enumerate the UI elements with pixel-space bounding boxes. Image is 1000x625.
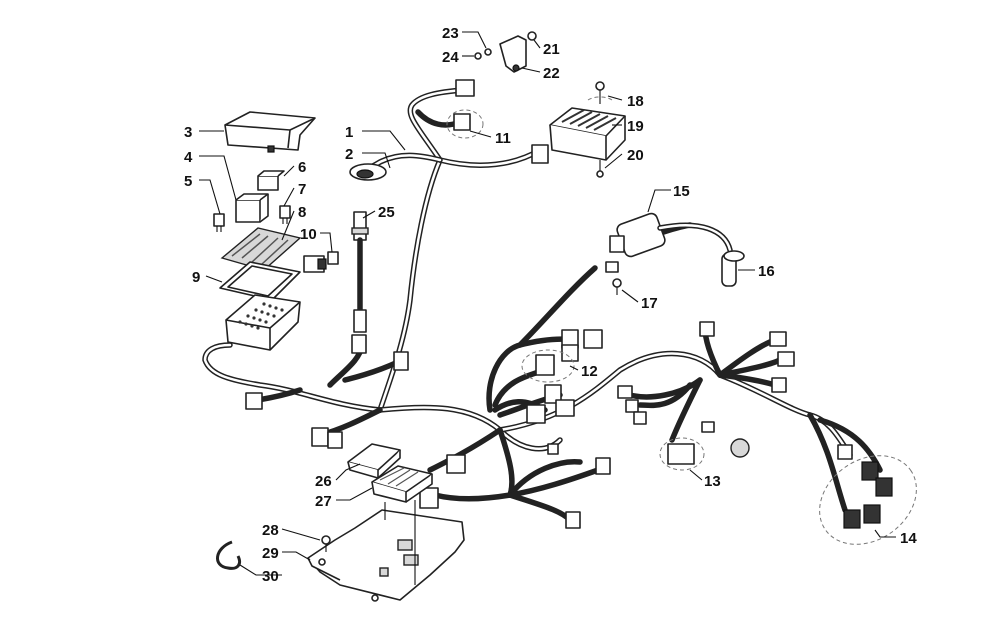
connector-10: [303, 251, 339, 273]
screw-20: [596, 160, 604, 178]
sensor-25: [351, 211, 369, 354]
callout-18: 18: [627, 93, 644, 110]
fuse-box-gasket: [219, 261, 301, 301]
relay: [235, 193, 269, 223]
callout-29: 29: [262, 545, 279, 562]
clip-30: [216, 540, 242, 570]
callout-22: 22: [543, 65, 560, 82]
mounting-plate: [307, 509, 465, 602]
callout-1: 1: [345, 124, 353, 141]
callout-27: 27: [315, 493, 332, 510]
connector-13: [659, 437, 750, 471]
voltage-regulator: [549, 107, 626, 161]
screw-18: [587, 81, 613, 104]
fuse-box-cover: [224, 111, 316, 153]
callout-17: 17: [641, 295, 658, 312]
spark-plug-cap: [721, 250, 745, 287]
callout-2: 2: [345, 146, 353, 163]
callout-30: 30: [262, 568, 279, 585]
connector-group-12: [521, 349, 575, 383]
callout-26: 26: [315, 473, 332, 490]
callout-13: 13: [704, 473, 721, 490]
ecu-26: [347, 443, 401, 479]
callout-15: 15: [673, 183, 690, 200]
bolt-24: [474, 52, 482, 60]
callout-23: 23: [442, 25, 459, 42]
callout-21: 21: [543, 41, 560, 58]
bracket-22: [499, 35, 527, 73]
fuse-left: [213, 213, 225, 232]
callout-11: 11: [495, 130, 511, 147]
fuse-box-base: [225, 294, 301, 351]
callout-10: 10: [300, 226, 317, 243]
ecu-27: [371, 465, 433, 503]
callout-25: 25: [378, 204, 395, 221]
callout-4: 4: [184, 149, 193, 166]
callout-9: 9: [192, 269, 200, 286]
callout-3: 3: [184, 124, 192, 141]
connector-11: [446, 109, 484, 139]
callout-labels: 1 2 3 4 5 6 7 8 9 10 11 12 13 14 15 16 1…: [184, 25, 917, 585]
callout-28: 28: [262, 522, 279, 539]
mini-relay: [257, 170, 285, 191]
nut-21: [527, 31, 537, 41]
harness-connectors: [245, 79, 853, 529]
callout-14: 14: [900, 530, 917, 547]
callout-5: 5: [184, 173, 192, 190]
connector-group-14: [819, 455, 917, 545]
ignition-coil: [609, 212, 733, 258]
callout-24: 24: [442, 49, 459, 66]
callout-16: 16: [758, 263, 775, 280]
fuse-right: [279, 205, 291, 224]
grommet: [349, 163, 387, 181]
screw-17: [612, 278, 622, 295]
callout-19: 19: [627, 118, 644, 135]
callout-12: 12: [581, 363, 598, 380]
callout-8: 8: [298, 204, 306, 221]
washer-23: [484, 48, 492, 56]
leader-lines: [199, 31, 896, 585]
callout-7: 7: [298, 181, 306, 198]
bolt-28: [321, 535, 331, 552]
callout-6: 6: [298, 159, 306, 176]
callout-20: 20: [627, 147, 644, 164]
